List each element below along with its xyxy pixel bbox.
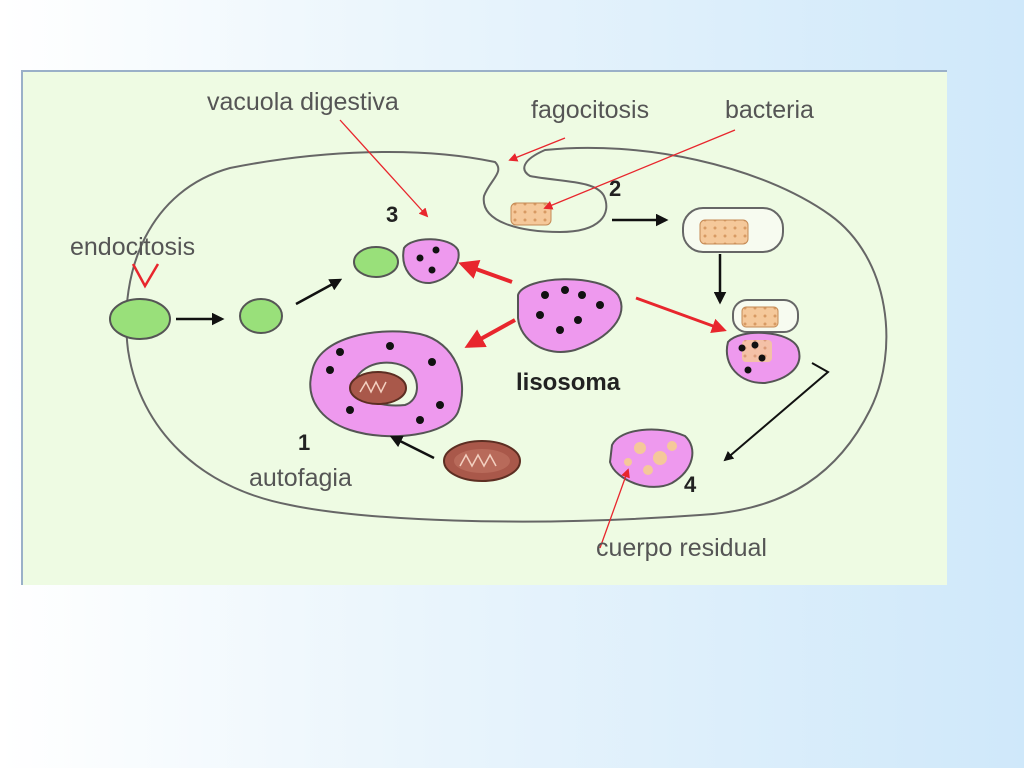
digestive-vacuole: [402, 238, 460, 285]
arrow-autophagy: [389, 435, 435, 460]
label-endocitosis: endocitosis: [70, 233, 195, 261]
endocytic-vesicle-2: [239, 298, 283, 334]
residual-body: [608, 428, 694, 488]
label-lisosoma: lisosoma: [516, 369, 621, 396]
red-arrow-to-phagosome: [635, 296, 727, 333]
bacteria-in-phagosome: [699, 219, 749, 245]
label-autofagia: autofagia: [249, 464, 352, 492]
arrow-endo-2: [295, 278, 343, 306]
step-number-3: 3: [386, 202, 398, 227]
pointer-endocitosis: [131, 263, 160, 289]
pointer-vacuola: [339, 119, 429, 218]
pointer-fagocitosis: [508, 137, 566, 162]
primary-lysosome: [517, 278, 623, 353]
engulfed-mitochondrion: [349, 371, 407, 405]
endocytic-vesicle-1: [109, 298, 171, 340]
pointer-cuerpo-residual: [599, 468, 630, 549]
bacteria-ingested: [510, 202, 552, 226]
endocytic-vesicle-3: [353, 246, 399, 278]
label-fagocitosis: fagocitosis: [531, 96, 649, 124]
step-number-2: 2: [609, 176, 621, 201]
label-vacuola-digestiva: vacuola digestiva: [207, 88, 399, 116]
red-arrow-to-autophagy: [464, 318, 516, 348]
label-cuerpo-residual: cuerpo residual: [596, 534, 767, 562]
pointer-bacteria: [543, 129, 736, 210]
label-bacteria: bacteria: [725, 96, 814, 124]
step-number-4: 4: [684, 472, 697, 497]
cell-membrane: [125, 146, 888, 523]
red-arrow-to-vacuole: [458, 260, 513, 284]
bacteria-fusing: [741, 306, 779, 328]
arrow-to-residual: [723, 362, 830, 462]
step-number-1: 1: [298, 430, 310, 455]
